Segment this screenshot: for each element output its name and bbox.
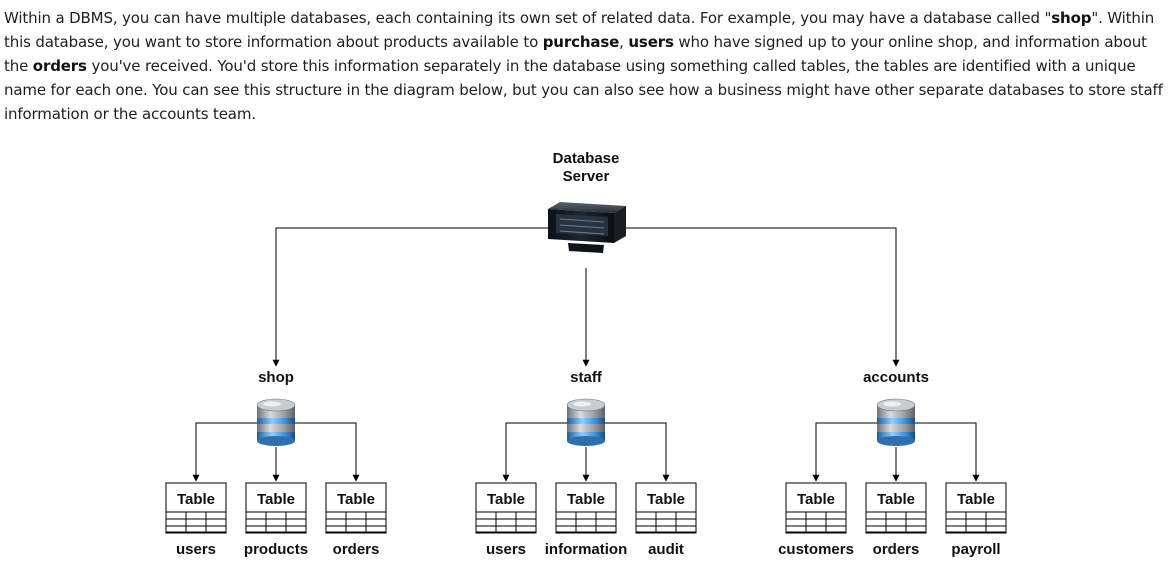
database-cylinder-icon <box>876 398 916 446</box>
table-icon: Table <box>555 482 617 534</box>
table-icon: Table <box>245 482 307 534</box>
database-connectors <box>192 422 360 482</box>
table-name: orders <box>333 541 380 558</box>
table-title: Table <box>177 491 215 508</box>
intro-bold-shop: shop <box>1051 9 1092 27</box>
table-icon: Table <box>475 482 537 534</box>
server-connectors <box>272 227 900 367</box>
table-icon: Table <box>325 482 387 534</box>
intro-bold-purchase: purchase <box>542 33 620 51</box>
table-title: Table <box>797 491 835 508</box>
table-name: customers <box>778 541 854 558</box>
table-icon: Table <box>165 482 227 534</box>
intro-text: who have signed up to your online shop, … <box>4 33 1147 75</box>
table-name: orders <box>873 541 920 558</box>
intro-text: ". Within this database, you want to sto… <box>4 9 1155 51</box>
table-title: Table <box>487 491 525 508</box>
table-title: Table <box>257 491 295 508</box>
database-cylinder-icon <box>256 398 296 446</box>
intro-text: Within a DBMS, you can have multiple dat… <box>4 9 1052 27</box>
table-icon: Table <box>635 482 697 534</box>
table-name: payroll <box>951 541 1000 558</box>
database-connectors <box>502 422 670 482</box>
table-name: information <box>545 541 628 558</box>
table-title: Table <box>567 491 605 508</box>
table-title: Table <box>957 491 995 508</box>
database-name: staff <box>570 369 603 386</box>
table-name: audit <box>648 541 684 558</box>
table-name: users <box>176 541 216 558</box>
server-label-line1: Database <box>553 150 620 167</box>
intro-paragraph: Within a DBMS, you can have multiple dat… <box>4 6 1170 126</box>
table-title: Table <box>337 491 375 508</box>
intro-text: you've received. You'd store this inform… <box>4 57 1163 123</box>
table-name: products <box>244 541 308 558</box>
table-icon: Table <box>945 482 1007 534</box>
database-name: shop <box>258 369 294 386</box>
server-icon <box>548 202 626 253</box>
table-title: Table <box>877 491 915 508</box>
database-name: accounts <box>863 369 929 386</box>
intro-bold-orders: orders <box>32 57 87 75</box>
database-cylinder-icon <box>566 398 606 446</box>
intro-bold-users: users <box>628 33 674 51</box>
database-connectors <box>812 422 980 482</box>
intro-text: , <box>619 33 629 51</box>
table-name: users <box>486 541 526 558</box>
server-label-line2: Server <box>563 168 610 185</box>
table-icon: Table <box>785 482 847 534</box>
table-title: Table <box>647 491 685 508</box>
table-icon: Table <box>865 482 927 534</box>
